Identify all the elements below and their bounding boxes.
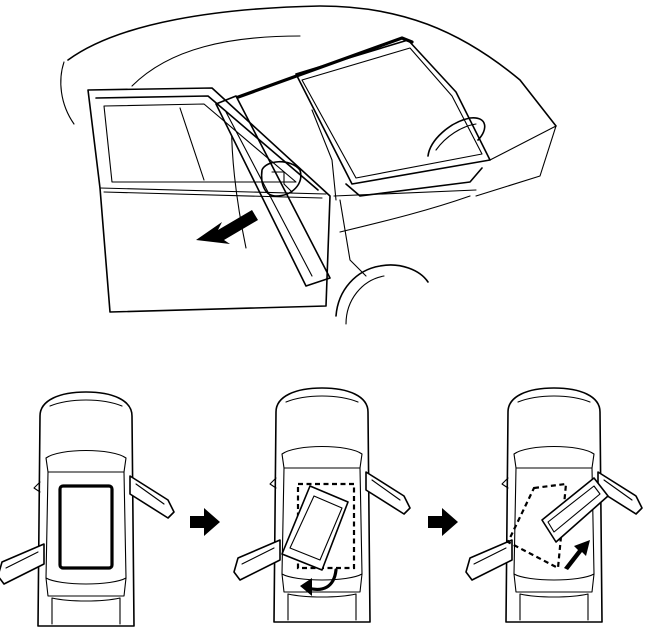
side-mirror — [260, 160, 302, 197]
windshield-inner — [301, 47, 483, 179]
roof-inner-arc — [131, 35, 301, 87]
sunroof-panel-tilted — [281, 485, 349, 571]
belt-line — [333, 189, 477, 197]
sunroof-panel-top-view — [215, 95, 331, 287]
wheel-arch-inner — [345, 275, 385, 325]
door-belt-line — [99, 187, 327, 195]
removal-arrow-icon — [196, 210, 258, 244]
right-arrow-icon — [190, 508, 220, 536]
sunroof-panel-moved-inner — [547, 485, 601, 533]
steering-wheel — [427, 117, 486, 157]
car-perspective-view — [60, 5, 557, 325]
roof-outline — [67, 5, 557, 127]
step-3-car-top-view — [465, 387, 643, 623]
mirror-bracket — [271, 171, 293, 193]
pillar-front-edge — [60, 61, 75, 125]
sunroof-panel-moved — [541, 477, 609, 543]
door-vent-divider — [179, 107, 205, 181]
body-crease — [339, 195, 471, 233]
wheel-arch — [335, 264, 429, 317]
a-pillar-line — [311, 109, 337, 201]
sunroof-panel-installed — [58, 484, 114, 570]
curved-arrow-head — [300, 578, 312, 596]
door-sill-line — [339, 199, 367, 277]
dash-edge — [345, 167, 483, 197]
windshield-glass — [295, 39, 491, 185]
right-arrow-icon — [428, 508, 458, 536]
hood-edge — [475, 125, 557, 197]
door-window-frame-outer — [95, 95, 319, 191]
open-door — [87, 87, 331, 313]
sunroof-panel-tilted-inner — [289, 495, 343, 561]
door-belt-line-2 — [103, 191, 323, 199]
door-window-frame-inner — [103, 103, 297, 183]
previous-panel-outline-dashed — [506, 482, 568, 570]
step-1-car-top-view — [0, 391, 175, 627]
steering-wheel-inner — [435, 123, 477, 151]
step-2-car-top-view — [233, 387, 411, 623]
diagonal-arrow-icon — [564, 540, 590, 570]
